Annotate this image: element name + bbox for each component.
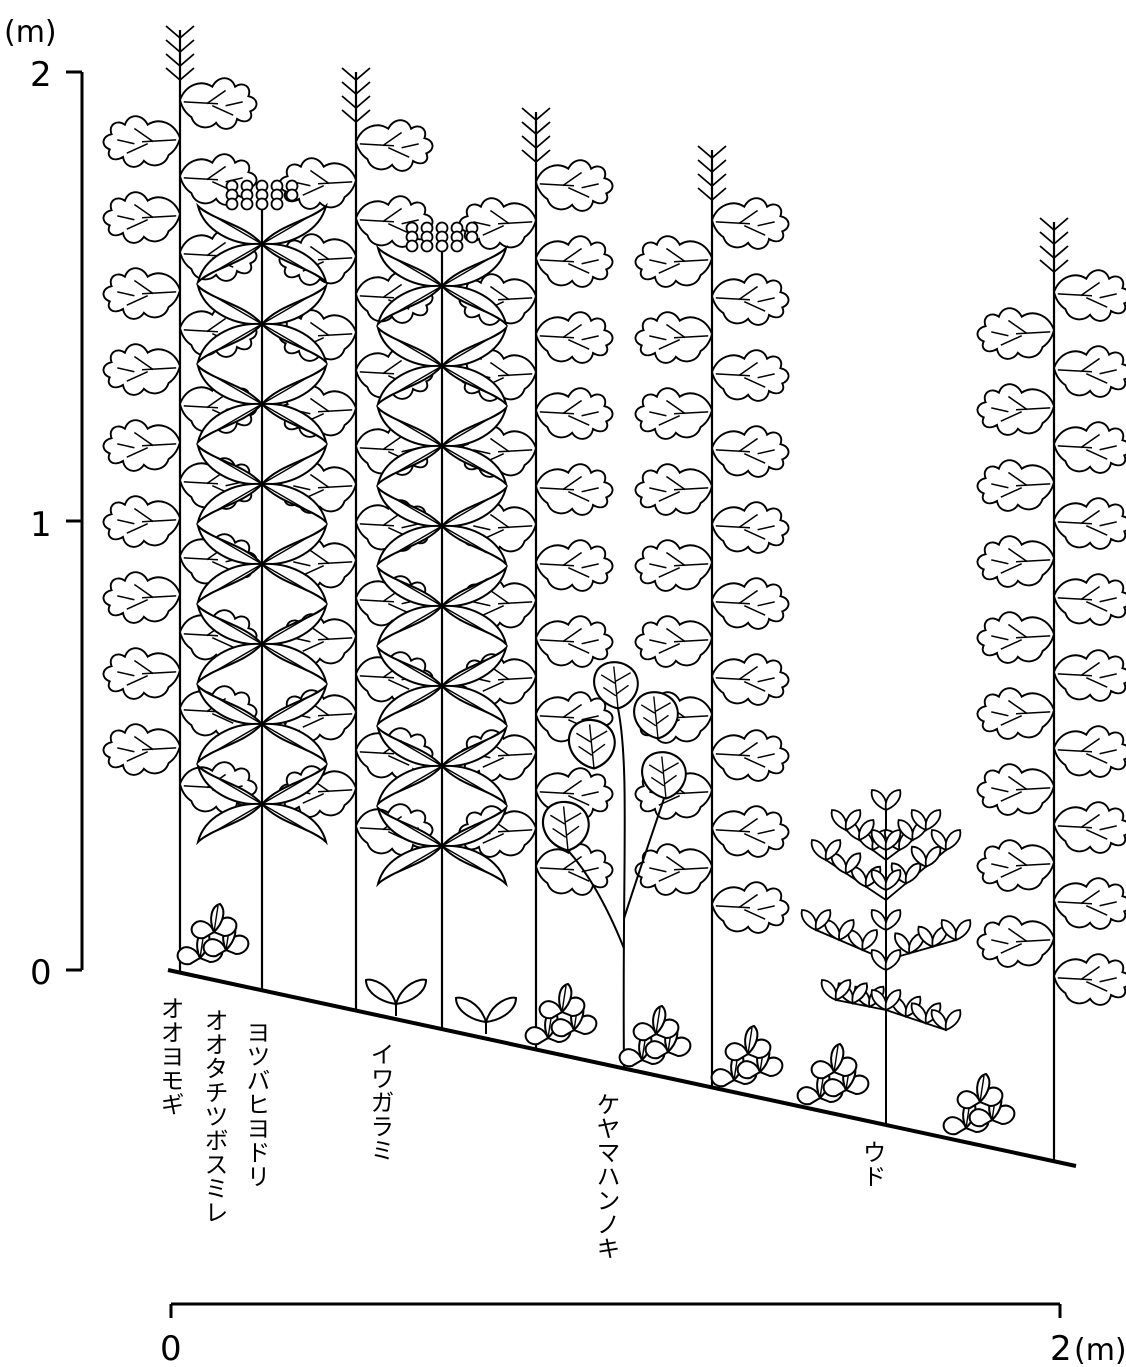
ground-herb-4 [712,1026,783,1086]
width-scale-bar [171,1304,1060,1318]
ground-herb-1 [178,904,249,964]
height-tick-1: 1 [30,505,52,545]
ground-herb-6 [944,1074,1015,1134]
ooyomogi-plant-4 [635,146,788,1087]
width-unit-label: (m) [1074,1333,1126,1367]
species-label-udo: ウド [858,1140,886,1188]
ooyomogi-plant-3 [459,108,612,1049]
species-label-keyamahannoki: ケヤマハンノキ [592,1092,620,1260]
species-label-iwagarami: イワガラミ [366,1042,394,1162]
ooyomogi-plant-5 [977,218,1126,1161]
species-label-yotsubahiyodori: ヨツバヒヨドリ [242,1020,270,1188]
ground-herb-3 [620,1006,691,1066]
yotsubahiyodori-plant-2 [378,223,506,1030]
species-labels: オオヨモギ オオタチツボスミレ ヨツバヒヨドリ イワガラミ ケヤマハンノキ ウド [156,996,886,1260]
species-label-ooyomogi: オオヨモギ [156,996,184,1116]
width-label-end: 2 [1050,1329,1072,1367]
seedling-1 [366,980,426,1016]
height-tick-0: 0 [30,953,52,993]
seedling-2 [456,998,516,1034]
height-unit-label: (m) [4,15,57,50]
species-label-ootachitsubosumire: オオタチツボスミレ [200,1008,228,1224]
height-tick-2: 2 [30,55,52,95]
ground-herb-5 [798,1044,869,1104]
width-label-start: 0 [160,1329,182,1367]
ground-line [168,970,1076,1166]
height-scale-bar [66,72,82,970]
yotsubahiyodori-plant-1 [198,181,326,991]
